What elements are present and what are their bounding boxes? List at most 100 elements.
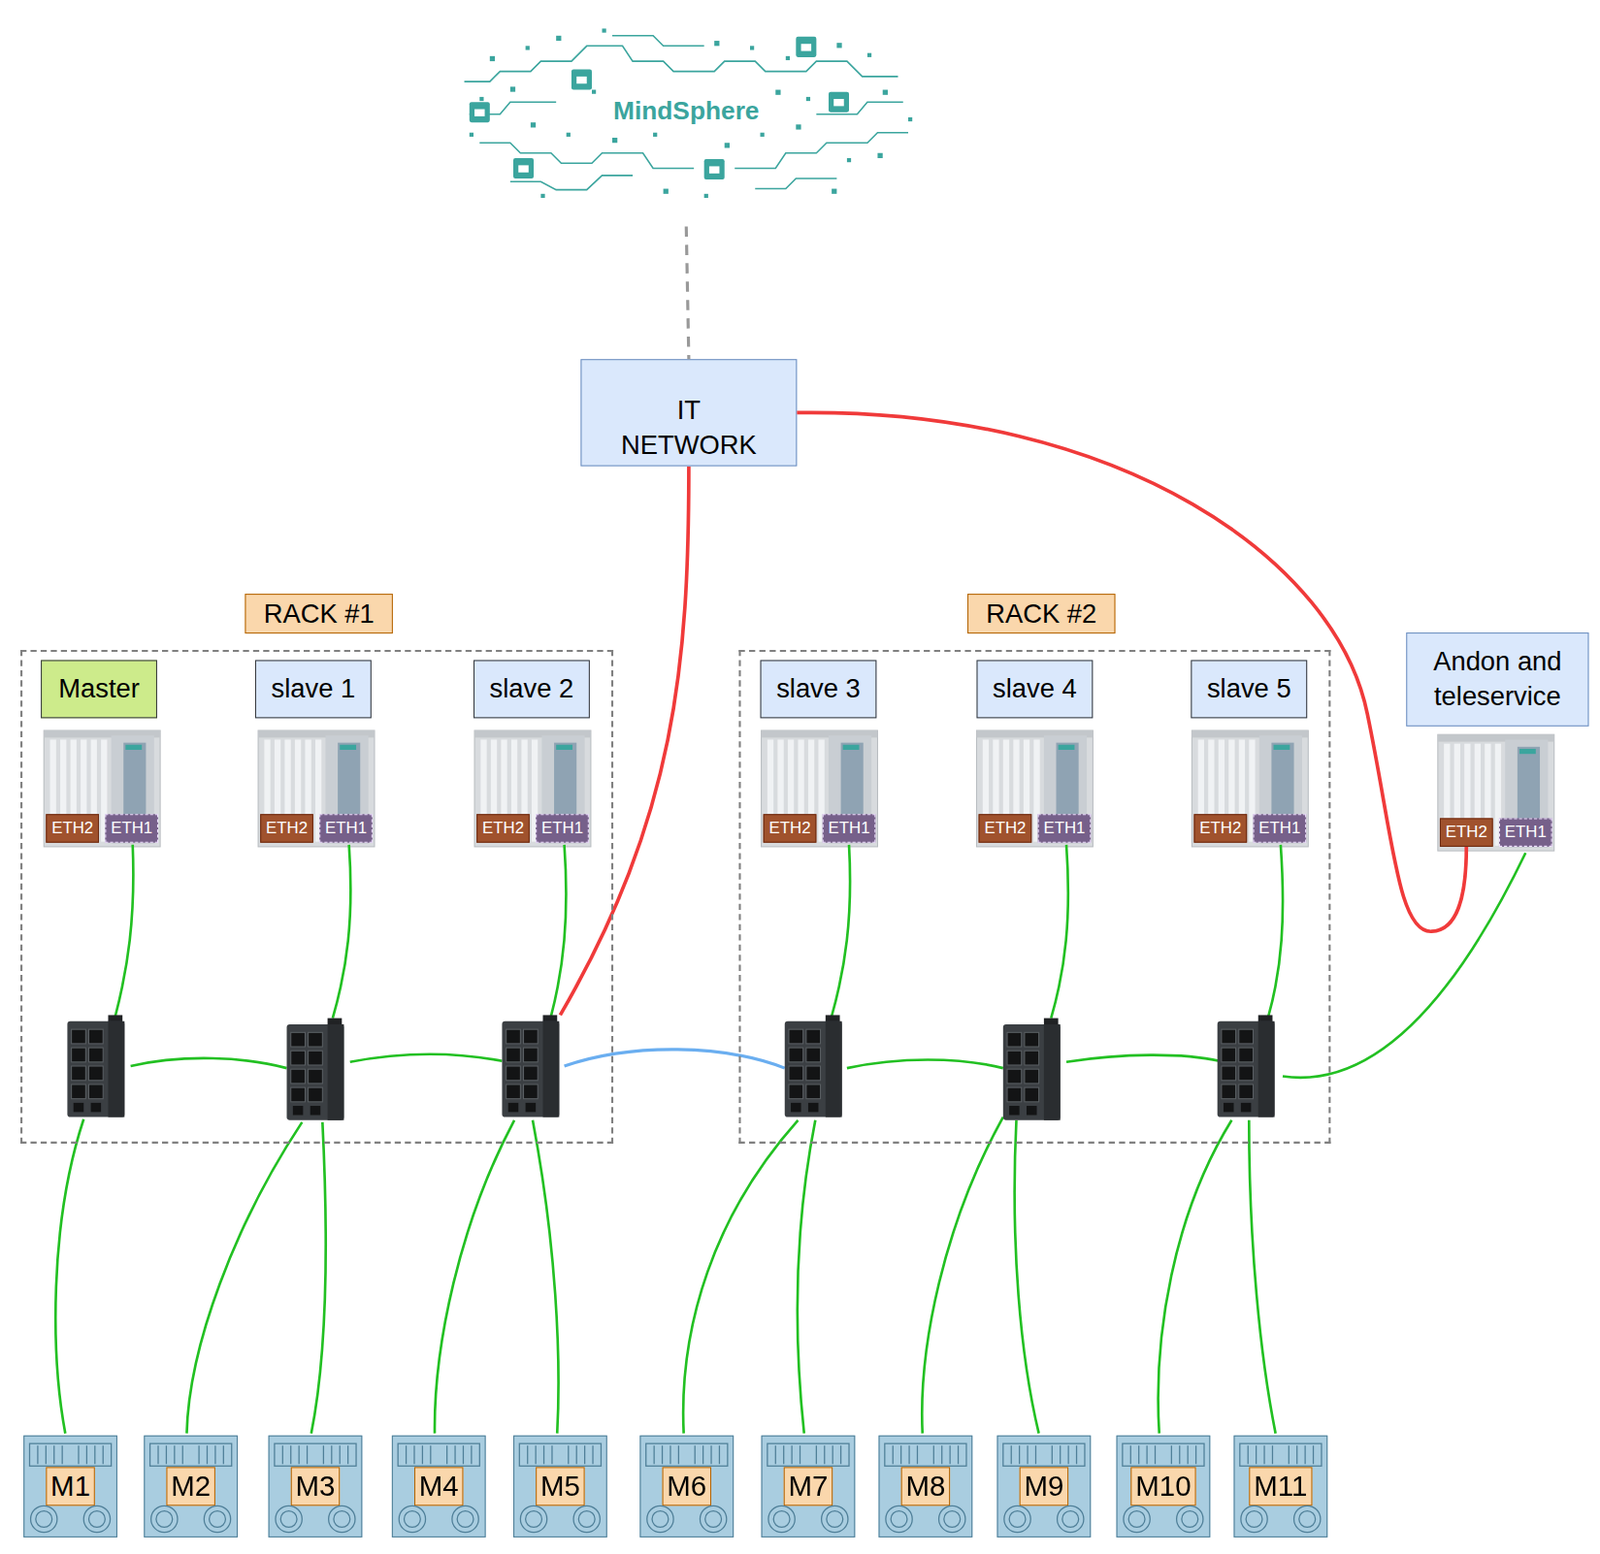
network-link (685, 226, 689, 360)
port-label: ETH1 (535, 814, 589, 843)
node-text: M4 (414, 1468, 464, 1507)
port-label: ETH1 (1499, 817, 1553, 847)
node-text: ETH1 (1043, 819, 1085, 839)
cloud-pattern (464, 35, 909, 191)
node-text: ETH2 (265, 819, 308, 839)
cloud-icon (513, 158, 534, 179)
industrial-pc (976, 730, 1093, 848)
ethernet-wire (55, 1119, 84, 1435)
circuit-line (464, 45, 899, 82)
node-text: slave 3 (776, 673, 861, 706)
port-label: ETH2 (45, 814, 99, 843)
ethernet-wire (551, 845, 567, 1017)
port-label: ETH2 (1439, 817, 1494, 847)
port-label: ETH2 (1193, 814, 1247, 843)
node-text: slave 2 (489, 673, 575, 706)
node-text: Master (58, 673, 140, 706)
network-switch (784, 1014, 843, 1117)
machine-box: M1 (23, 1436, 118, 1538)
node-text: M8 (900, 1468, 950, 1507)
node-text: M1 (45, 1468, 96, 1507)
circuit-line (754, 178, 837, 190)
machine-box: M2 (143, 1436, 238, 1538)
industrial-pc (258, 730, 375, 848)
node-text: ETH2 (482, 819, 524, 839)
ethernet-wire (1066, 1055, 1220, 1063)
ethernet-wire (1248, 1120, 1275, 1435)
node-text: ETH2 (983, 819, 1026, 839)
network-link (796, 412, 1467, 932)
port-label: ETH2 (979, 814, 1033, 843)
device-label: slave 4 (976, 659, 1093, 719)
cloud-icon (571, 69, 592, 91)
cloud-icon (704, 159, 725, 180)
ethernet-wire (683, 1120, 798, 1435)
node-text: IT NETWORK (615, 393, 763, 463)
device-label: Master (40, 659, 158, 719)
machine-box: M6 (639, 1436, 734, 1538)
node-text: ETH1 (1258, 819, 1301, 839)
node-text: slave 1 (271, 673, 357, 706)
node-text: slave 5 (1207, 673, 1292, 706)
node-text: ETH1 (325, 819, 367, 839)
port-label: ETH1 (104, 814, 159, 843)
node-text: ETH1 (541, 819, 584, 839)
ethernet-wire (532, 1120, 559, 1435)
node-text: ETH2 (1445, 823, 1488, 843)
machine-box: M3 (268, 1436, 363, 1538)
device-label: slave 5 (1190, 659, 1307, 719)
machine-detail (29, 1443, 111, 1533)
node-text: ETH1 (1504, 823, 1547, 843)
port-label: ETH2 (476, 814, 530, 843)
ethernet-wire (1158, 1120, 1233, 1435)
rack-heading: RACK #1 (244, 593, 392, 634)
port-label: ETH1 (1252, 814, 1307, 843)
rack-group: RACK #1MasterETH2ETH1slave 1ETH2ETH1slav… (20, 650, 614, 1144)
machine-detail (1003, 1443, 1085, 1533)
industrial-pc (761, 730, 879, 848)
device-label: slave 2 (473, 659, 590, 719)
rack-heading: RACK #2 (967, 593, 1115, 634)
industrial-pc (1437, 734, 1555, 851)
machine-detail (397, 1443, 480, 1533)
machine-box: M5 (513, 1436, 608, 1538)
industrial-pc (474, 730, 591, 848)
node-text: ETH2 (1199, 819, 1241, 839)
machine-detail (884, 1443, 967, 1533)
node-text: ETH1 (110, 819, 153, 839)
cloud-icon (795, 36, 817, 58)
cloud-icon (828, 92, 849, 113)
network-switch (1003, 1018, 1061, 1121)
ethernet-wire (350, 1054, 503, 1063)
port-label: ETH2 (260, 814, 314, 843)
ethernet-wire (186, 1122, 302, 1435)
ethernet-wire (1014, 1120, 1040, 1435)
node-text: M5 (535, 1468, 586, 1507)
it-uplink (559, 466, 689, 1016)
ethernet-wire (847, 1059, 1004, 1069)
device-label: slave 3 (760, 659, 878, 719)
ethernet-wire (434, 1120, 515, 1435)
machine-box: M11 (1234, 1436, 1329, 1538)
device-label: Andon and teleservice (1405, 632, 1589, 727)
circuit-line (479, 142, 694, 168)
machine-detail (1122, 1443, 1205, 1533)
node-text: M2 (165, 1468, 216, 1507)
node-text: M10 (1130, 1468, 1197, 1507)
cloud-dots (469, 28, 913, 198)
machine-detail (519, 1443, 601, 1533)
machine-box: M7 (761, 1436, 856, 1538)
machine-detail (767, 1443, 849, 1533)
ethernet-wire (332, 845, 352, 1019)
node-text: MindSphere (607, 95, 766, 125)
node-text: slave 4 (992, 673, 1078, 706)
ethernet-wire (1268, 845, 1283, 1017)
machine-detail (646, 1443, 728, 1533)
machine-box: M9 (997, 1436, 1092, 1538)
cloud-icon (469, 101, 490, 123)
ethernet-wire (1050, 845, 1069, 1019)
ethernet-wire (311, 1122, 327, 1435)
